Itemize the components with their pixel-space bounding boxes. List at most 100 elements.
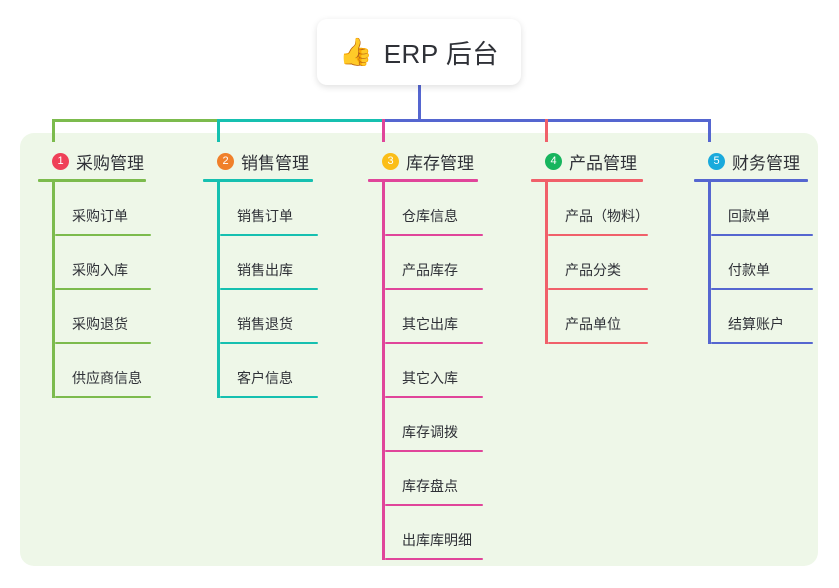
- branch-item[interactable]: 付款单: [711, 236, 839, 290]
- branch-item-underline: [55, 342, 151, 344]
- branch-item[interactable]: 库存调拨: [385, 398, 518, 452]
- branch-item[interactable]: 出库库明细: [385, 506, 518, 560]
- branch-header-2[interactable]: 2 销售管理: [203, 148, 353, 174]
- branch-item-label: 仓库信息: [402, 208, 458, 224]
- branch-item[interactable]: 结算账户: [711, 290, 839, 344]
- branch-item[interactable]: 供应商信息: [55, 344, 186, 398]
- branch-item[interactable]: 采购订单: [55, 182, 186, 236]
- branch-header-5[interactable]: 5 财务管理: [694, 148, 839, 174]
- branch-underline-3: [368, 179, 478, 182]
- branch-column-1[interactable]: 1 采购管理采购订单采购入库采购退货供应商信息: [38, 148, 186, 398]
- branch-item[interactable]: 其它出库: [385, 290, 518, 344]
- branches-background-panel: [20, 133, 818, 566]
- branch-column-3[interactable]: 3 库存管理仓库信息产品库存其它出库其它入库库存调拨库存盘点出库库明细: [368, 148, 518, 560]
- branch-drop-1: [52, 119, 55, 142]
- branch-drop-2: [217, 119, 220, 142]
- branch-item-label: 供应商信息: [72, 370, 142, 386]
- branch-item[interactable]: 库存盘点: [385, 452, 518, 506]
- branch-underline-1: [38, 179, 146, 182]
- branch-title-3: 库存管理: [406, 153, 474, 173]
- branch-column-2[interactable]: 2 销售管理销售订单销售出库销售退货客户信息: [203, 148, 353, 398]
- branch-badge-1: 1: [52, 152, 69, 170]
- branch-item-underline: [711, 342, 813, 344]
- branch-item[interactable]: 销售订单: [220, 182, 353, 236]
- branch-item[interactable]: 产品库存: [385, 236, 518, 290]
- branch-stem-5: [708, 182, 711, 344]
- branch-items-5: 回款单付款单结算账户: [708, 182, 839, 344]
- branch-item-label: 客户信息: [237, 370, 293, 386]
- branch-item-underline: [385, 288, 483, 290]
- branch-item-label: 其它入库: [402, 370, 458, 386]
- branch-item[interactable]: 客户信息: [220, 344, 353, 398]
- branch-item-underline: [711, 288, 813, 290]
- branch-items-1: 采购订单采购入库采购退货供应商信息: [52, 182, 186, 398]
- branch-item-underline: [55, 396, 151, 398]
- branch-header-3[interactable]: 3 库存管理: [368, 148, 518, 174]
- branch-title-2: 销售管理: [241, 153, 309, 173]
- branch-item[interactable]: 销售退货: [220, 290, 353, 344]
- root-node[interactable]: 👍 ERP 后台: [317, 19, 521, 85]
- branch-drop-3: [382, 119, 385, 142]
- branch-item-underline: [220, 288, 318, 290]
- branch-item-underline: [711, 234, 813, 236]
- branch-item[interactable]: 仓库信息: [385, 182, 518, 236]
- trunk-segment-4: [545, 119, 711, 122]
- branch-item-label: 销售出库: [237, 262, 293, 278]
- branch-stem-3: [382, 182, 385, 560]
- branch-item[interactable]: 销售出库: [220, 236, 353, 290]
- trunk-segment-3: [382, 119, 548, 122]
- branch-item-underline: [220, 342, 318, 344]
- branch-title-1: 采购管理: [76, 153, 144, 173]
- branch-item-underline: [385, 396, 483, 398]
- branch-item[interactable]: 产品（物料）: [548, 182, 683, 236]
- branch-item-underline: [548, 234, 648, 236]
- branch-item-underline: [220, 396, 318, 398]
- branch-item[interactable]: 产品单位: [548, 290, 683, 344]
- branch-item-label: 销售订单: [237, 208, 293, 224]
- branch-item-underline: [385, 504, 483, 506]
- branch-item[interactable]: 回款单: [711, 182, 839, 236]
- branch-item-label: 产品库存: [402, 262, 458, 278]
- branch-item-label: 采购退货: [72, 316, 128, 332]
- branch-item-underline: [548, 342, 648, 344]
- branch-item-label: 产品（物料）: [565, 208, 649, 224]
- branch-stem-4: [545, 182, 548, 344]
- branch-item-label: 回款单: [728, 208, 770, 224]
- trunk-segment-2: [217, 119, 385, 122]
- trunk-segment-1: [52, 119, 220, 122]
- branch-column-5[interactable]: 5 财务管理回款单付款单结算账户: [694, 148, 839, 344]
- branch-items-4: 产品（物料） 产品分类产品单位: [545, 182, 683, 344]
- branch-badge-3: 3: [382, 152, 399, 170]
- branch-drop-5: [708, 119, 711, 142]
- branch-item-underline: [55, 288, 151, 290]
- branch-item-label: 采购入库: [72, 262, 128, 278]
- branch-item[interactable]: 其它入库: [385, 344, 518, 398]
- branch-drop-4: [545, 119, 548, 142]
- branch-stem-2: [217, 182, 220, 398]
- branch-item-underline: [385, 450, 483, 452]
- branch-item-label: 库存调拨: [402, 424, 458, 440]
- branch-item[interactable]: 产品分类: [548, 236, 683, 290]
- branch-title-5: 财务管理: [732, 153, 800, 173]
- branch-item-underline: [55, 234, 151, 236]
- branch-badge-2: 2: [217, 152, 234, 170]
- branch-item-label: 结算账户: [728, 316, 784, 332]
- root-node-label: ERP 后台: [383, 38, 499, 69]
- branch-item-underline: [220, 234, 318, 236]
- branch-item-label: 付款单: [728, 262, 770, 278]
- branch-header-1[interactable]: 1 采购管理: [38, 148, 186, 174]
- branch-item-underline: [548, 288, 648, 290]
- branch-item[interactable]: 采购退货: [55, 290, 186, 344]
- branch-item-label: 采购订单: [72, 208, 128, 224]
- branch-item-underline: [385, 558, 483, 560]
- branch-item-underline: [385, 342, 483, 344]
- branch-item[interactable]: 采购入库: [55, 236, 186, 290]
- branch-item-label: 销售退货: [237, 316, 293, 332]
- branch-item-label: 出库库明细: [402, 532, 472, 548]
- branch-badge-5: 5: [708, 152, 725, 170]
- branch-item-label: 产品分类: [565, 262, 621, 278]
- branch-items-3: 仓库信息产品库存其它出库其它入库库存调拨库存盘点出库库明细: [382, 182, 518, 560]
